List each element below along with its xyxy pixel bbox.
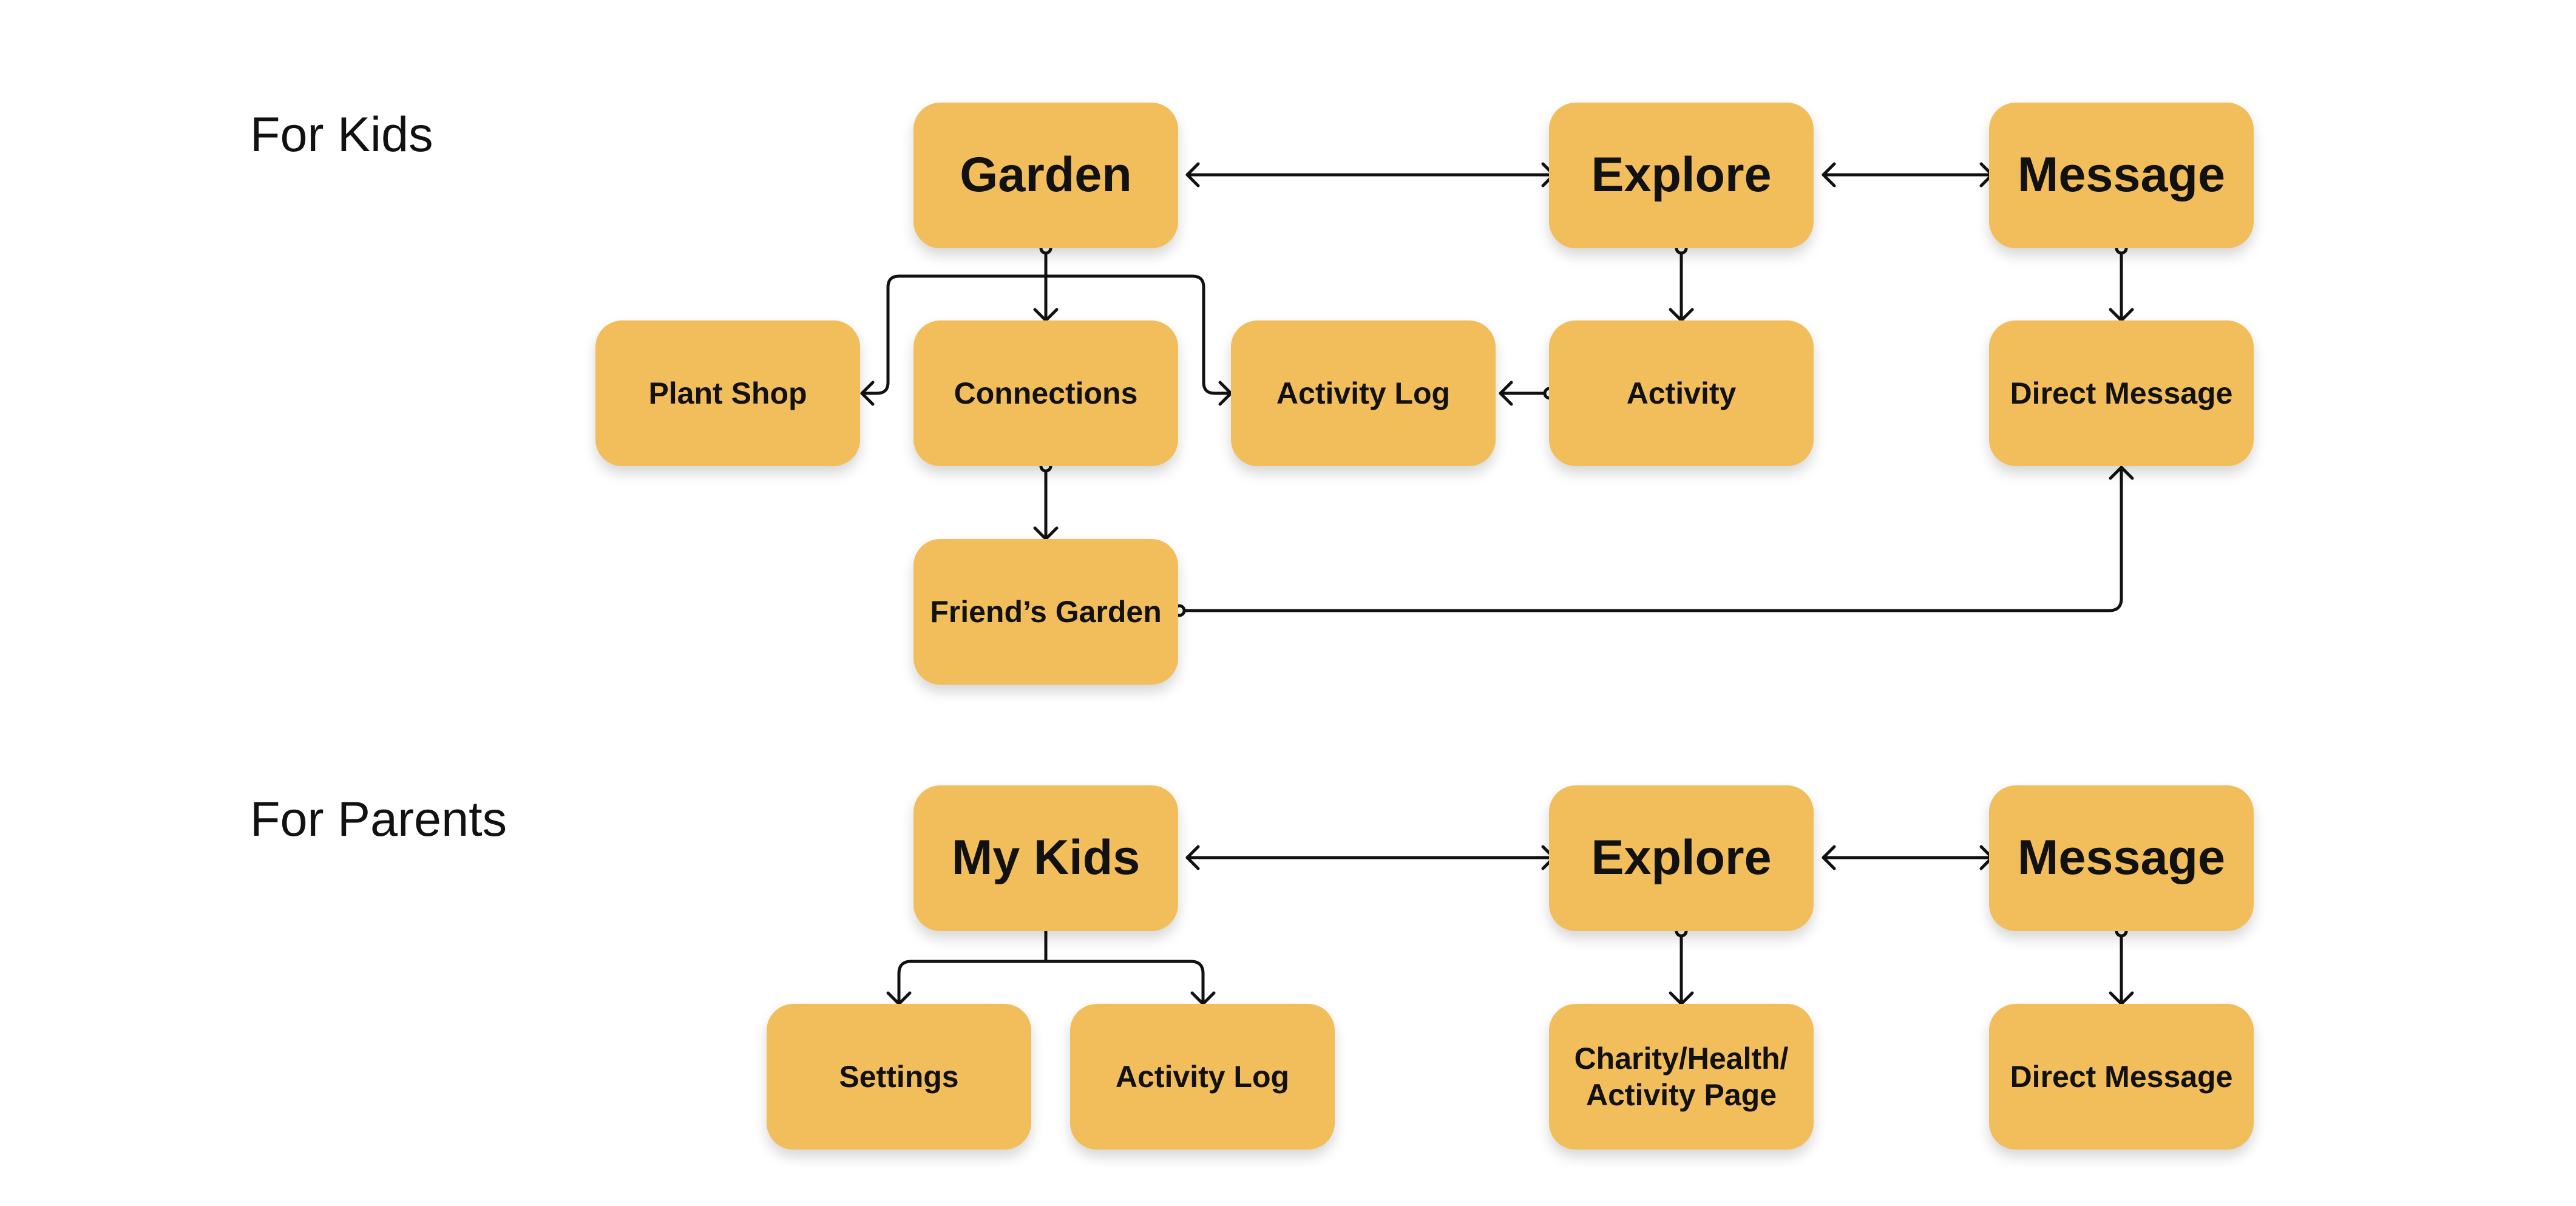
node-charity-health-activity-page: Charity/Health/ Activity Page xyxy=(1549,1004,1814,1150)
node-parents-message: Message xyxy=(1989,785,2254,931)
node-garden: Garden xyxy=(913,103,1178,248)
node-parents-activity-log: Activity Log xyxy=(1070,1004,1335,1150)
edge-garden-activity-log xyxy=(1044,274,1233,395)
node-charity-health-activity-page-label: Charity/Health/ Activity Page xyxy=(1574,1042,1789,1112)
node-parents-activity-log-label: Activity Log xyxy=(1115,1060,1290,1094)
node-settings-label: Settings xyxy=(839,1060,959,1094)
node-plant-shop-label: Plant Shop xyxy=(648,376,807,410)
node-parents-explore-label: Explore xyxy=(1591,830,1772,886)
node-message: Message xyxy=(1989,103,2254,248)
node-explore: Explore xyxy=(1549,103,1814,248)
node-activity-label: Activity xyxy=(1626,376,1737,410)
edge-mykids-activity-log xyxy=(1044,960,1205,1006)
section-title-for-kids: For Kids xyxy=(250,107,433,162)
node-settings: Settings xyxy=(767,1004,1031,1150)
node-explore-label: Explore xyxy=(1591,147,1772,203)
node-message-label: Message xyxy=(2017,147,2226,203)
node-my-kids: My Kids xyxy=(913,785,1178,931)
node-friends-garden-label: Friend’s Garden xyxy=(930,595,1162,629)
node-parents-direct-message: Direct Message xyxy=(1989,1004,2254,1150)
edge-garden-plant-shop xyxy=(860,274,1048,395)
node-direct-message: Direct Message xyxy=(1989,320,2254,466)
node-my-kids-label: My Kids xyxy=(951,830,1141,886)
node-plant-shop: Plant Shop xyxy=(595,320,860,466)
node-activity: Activity xyxy=(1549,320,1814,466)
node-connections: Connections xyxy=(913,320,1178,466)
edge-mykids-settings xyxy=(897,960,1048,1006)
node-parents-message-label: Message xyxy=(2017,830,2226,886)
node-garden-label: Garden xyxy=(960,147,1132,203)
node-activity-log-label: Activity Log xyxy=(1276,376,1451,410)
node-friends-garden: Friend’s Garden xyxy=(913,539,1178,685)
node-parents-direct-message-label: Direct Message xyxy=(2010,1060,2233,1094)
edge-friends-garden-direct-message xyxy=(1178,466,2123,612)
section-title-for-parents: For Parents xyxy=(250,792,507,847)
node-parents-explore: Explore xyxy=(1549,785,1814,931)
node-activity-log: Activity Log xyxy=(1231,320,1496,466)
node-connections-label: Connections xyxy=(954,376,1138,410)
node-direct-message-label: Direct Message xyxy=(2010,376,2233,410)
